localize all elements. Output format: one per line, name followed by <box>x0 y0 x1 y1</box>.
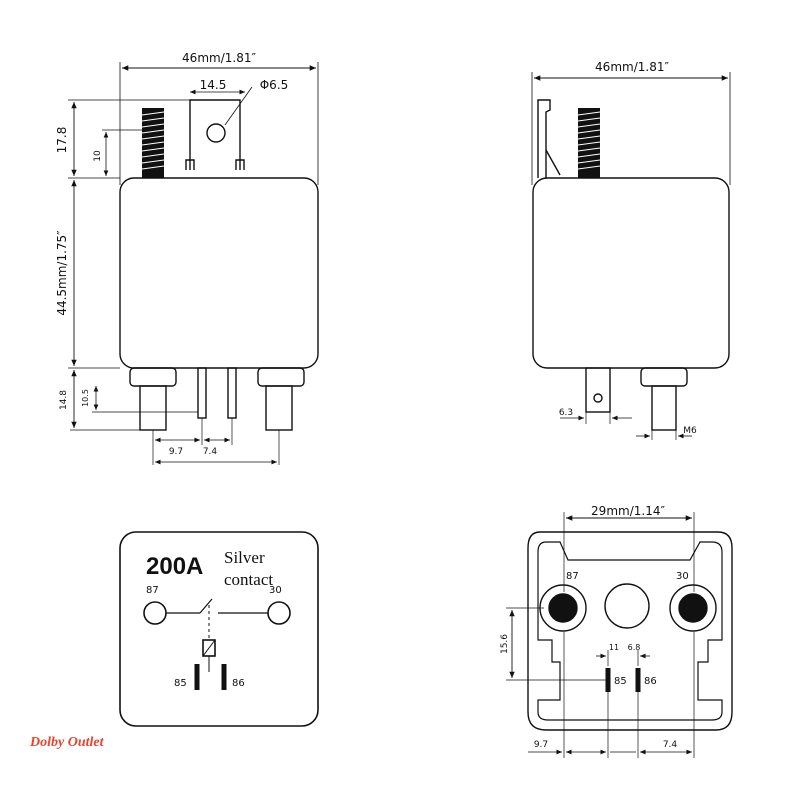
front-pin-len-dim: 14.8 <box>59 390 69 410</box>
front-pitch-right-dim: 7.4 <box>203 447 218 457</box>
front-view <box>68 62 319 465</box>
bottom-pin-87: 87 <box>566 571 579 582</box>
side-width-dim: 46mm/1.81″ <box>595 60 669 74</box>
front-tab-dim: 14.5 <box>200 78 227 92</box>
bottom-pitch-left-dim: 9.7 <box>534 740 548 750</box>
bottom-pin-30: 30 <box>676 571 689 582</box>
bottom-pin-86: 86 <box>644 676 657 687</box>
bottom-view <box>506 512 733 758</box>
contact-label-line1: Silver <box>224 548 265 567</box>
front-width-dim: 46mm/1.81″ <box>182 51 256 65</box>
schematic-panel <box>119 531 319 727</box>
schematic-pin-87: 87 <box>146 585 159 596</box>
side-thread-dim: M6 <box>683 426 697 436</box>
front-hole-dim: Φ6.5 <box>260 78 289 92</box>
watermark-text: Dolby Outlet <box>30 735 104 750</box>
bottom-gap-left-dim: 11 <box>609 643 619 652</box>
bottom-gap-right-dim: 6.8 <box>628 643 641 652</box>
bottom-pin-85: 85 <box>614 676 627 687</box>
bottom-pitch-right-dim: 7.4 <box>663 740 678 750</box>
schematic-pin-86: 86 <box>232 678 245 689</box>
contact-label-line2: contact <box>224 570 273 589</box>
side-tab-width-dim: 6.3 <box>559 408 573 418</box>
bottom-width-dim: 29mm/1.14″ <box>591 504 665 518</box>
front-top-dim: 17.8 <box>55 127 69 154</box>
bottom-vertical-dim: 15.6 <box>500 634 510 654</box>
front-pitch-left-dim: 9.7 <box>169 447 183 457</box>
side-view <box>531 72 731 440</box>
front-pin-small-dim: 10.5 <box>81 389 90 407</box>
front-tab-height-dim: 10 <box>93 150 103 162</box>
schematic-pin-30: 30 <box>269 585 282 596</box>
rating-label: 200A <box>146 553 203 580</box>
front-height-dim: 44.5mm/1.75″ <box>55 230 69 316</box>
schematic-pin-85: 85 <box>174 678 187 689</box>
